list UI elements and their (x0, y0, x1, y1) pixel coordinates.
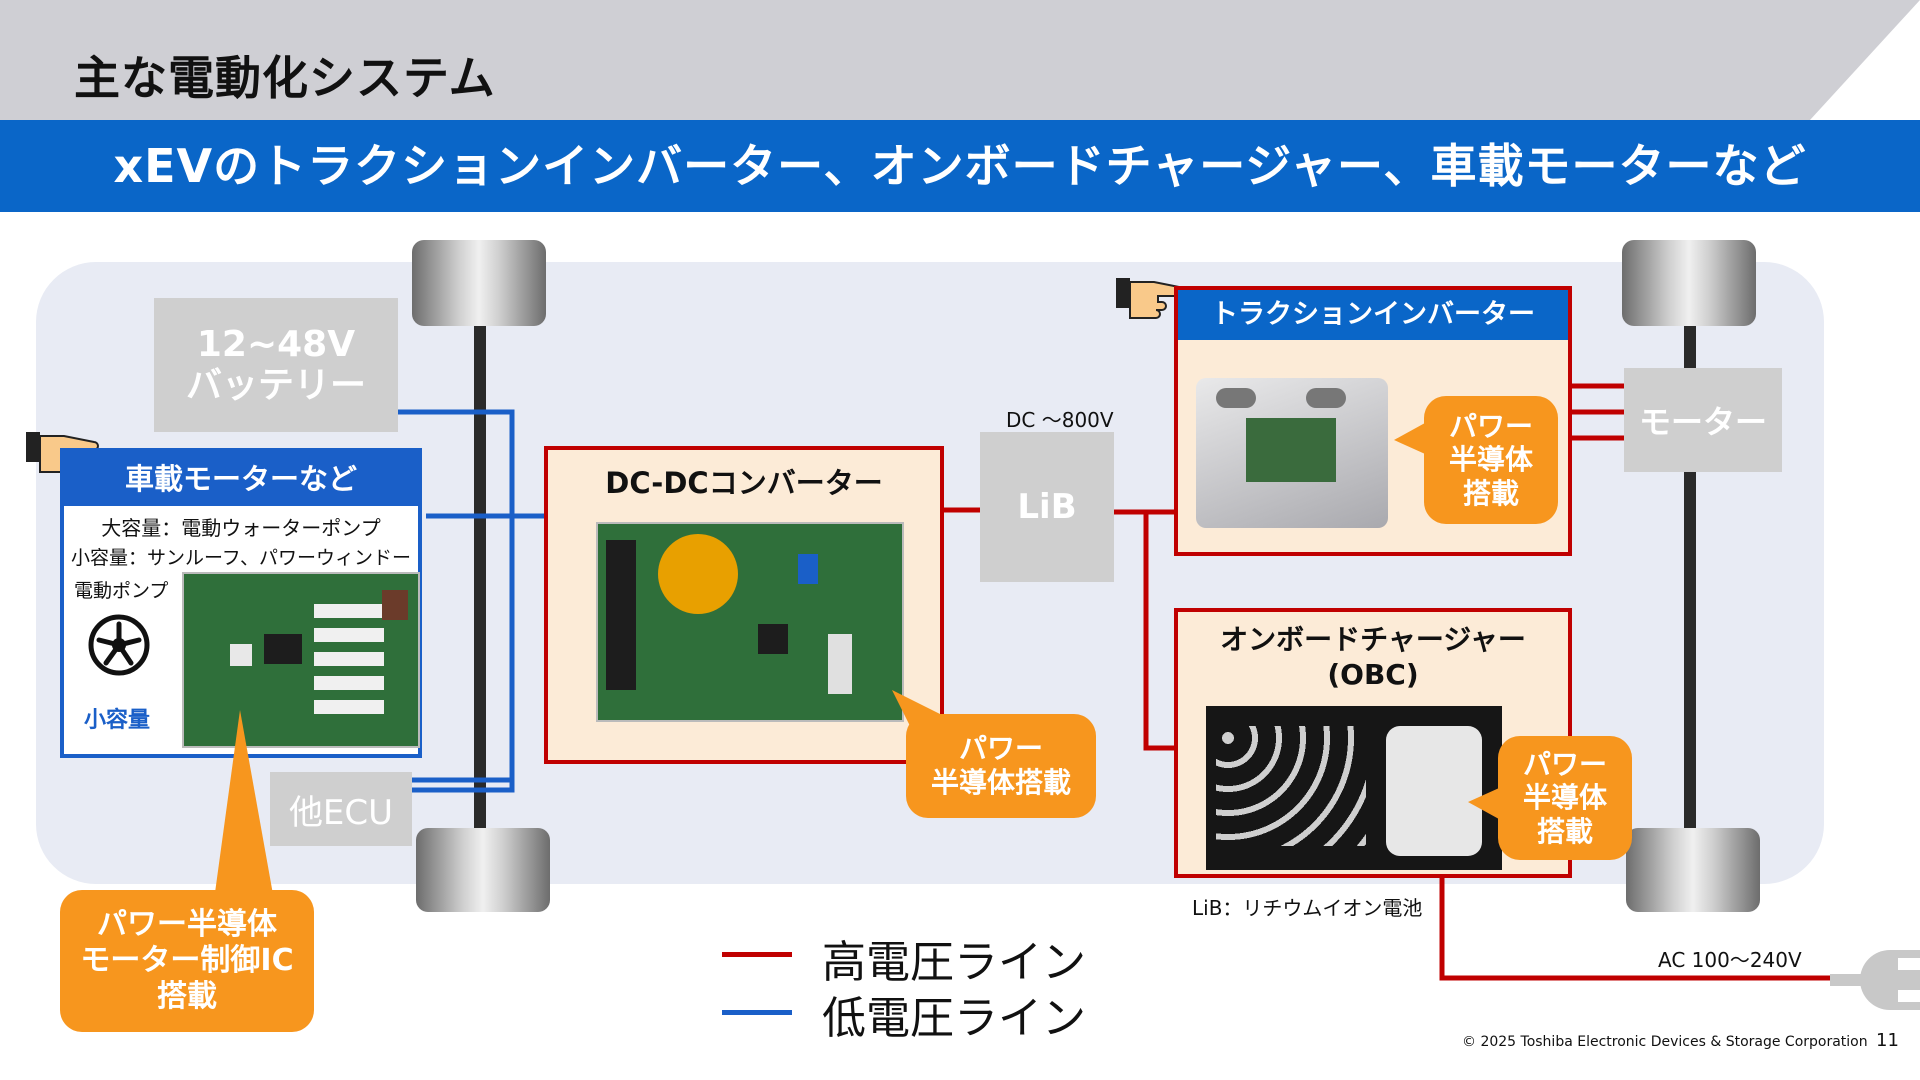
inverter-title: トラクションインバーター (1178, 290, 1568, 340)
copyright: © 2025 Toshiba Electronic Devices & Stor… (1462, 1034, 1868, 1050)
motor-box: モーター (1624, 368, 1782, 472)
obc-title-line1: オンボードチャージャー (1220, 623, 1526, 656)
battery-label: バッテリー (185, 365, 366, 406)
pump-label: 電動ポンプ (74, 580, 169, 602)
motor-callout-pointer (214, 710, 274, 900)
inverter-image (1196, 378, 1388, 528)
page-title: 主な電動化システム (74, 51, 496, 105)
front-left-wheel (412, 240, 546, 326)
legend-low-voltage-swatch (722, 1010, 792, 1015)
high-voltage-lines (944, 383, 1842, 981)
rear-right-wheel (1626, 828, 1760, 912)
obc-power-semiconductor-callout: パワー 半導体 搭載 (1498, 736, 1632, 860)
dcdc-title: DC-DCコンバーター (605, 466, 883, 500)
battery-voltage: 12~48V (196, 323, 356, 365)
inverter-power-semiconductor-callout: パワー 半導体 搭載 (1424, 396, 1558, 524)
lib-label: LiB (1017, 487, 1077, 527)
other-ecu-box: 他ECU (270, 772, 412, 846)
lib-note: LiB：リチウムイオン電池 (1192, 896, 1423, 920)
legend: 高電圧ライン 低電圧ライン (722, 926, 1122, 1044)
dcdc-converter-box: DC-DCコンバーター (544, 446, 944, 764)
low-voltage-lines (398, 409, 546, 793)
large-capacity-text: 大容量：電動ウォーターポンプ (101, 516, 381, 540)
battery-box: 12~48V バッテリー (154, 298, 398, 432)
vehicle-motor-title: 車載モーターなど (64, 452, 418, 506)
obc-callout-pointer (1468, 784, 1508, 824)
small-capacity-text: 小容量：サンルーフ、パワーウィンドー (70, 547, 412, 569)
power-plug-icon (1830, 950, 1920, 1010)
dcdc-power-semiconductor-callout: パワー 半導体搭載 (906, 714, 1096, 818)
title-bar (0, 0, 1920, 120)
lib-voltage-label: DC ～800V (1006, 408, 1114, 432)
front-axle (474, 300, 486, 860)
obc-board-image (1206, 706, 1502, 870)
obc-title-line2: (OBC) (1327, 658, 1419, 691)
front-right-wheel (416, 828, 550, 912)
page-number: 11 (1876, 1030, 1899, 1051)
rear-left-wheel (1622, 240, 1756, 326)
legend-high-voltage-label: 高電圧ライン (822, 937, 1086, 988)
other-ecu-label: 他ECU (288, 792, 394, 833)
small-capacity-label: 小容量 (84, 708, 151, 733)
ac-voltage-label: AC 100～240V (1658, 948, 1802, 972)
lib-battery-box: LiB (980, 432, 1114, 582)
vehicle-motor-box: 車載モーターなど 大容量：電動ウォーターポンプ 小容量：サンルーフ、パワーウィン… (60, 448, 422, 758)
inverter-callout-pointer (1394, 418, 1434, 458)
motor-control-board-image (182, 572, 420, 748)
legend-high-voltage-swatch (722, 952, 792, 957)
title-corner-decoration (1810, 0, 1920, 120)
page-subtitle: xEVのトラクションインバーター、オンボードチャージャー、車載モーターなど (113, 139, 1807, 193)
obc-title: オンボードチャージャー (OBC) (1178, 622, 1568, 692)
subtitle-bar (0, 120, 1920, 212)
dcdc-board-image (596, 522, 904, 722)
motor-label: モーター (1638, 403, 1767, 441)
legend-low-voltage-label: 低電圧ライン (822, 993, 1086, 1044)
fan-pump-icon (88, 614, 150, 676)
motor-power-semiconductor-callout: パワー半導体 モーター制御IC 搭載 (60, 890, 314, 1032)
